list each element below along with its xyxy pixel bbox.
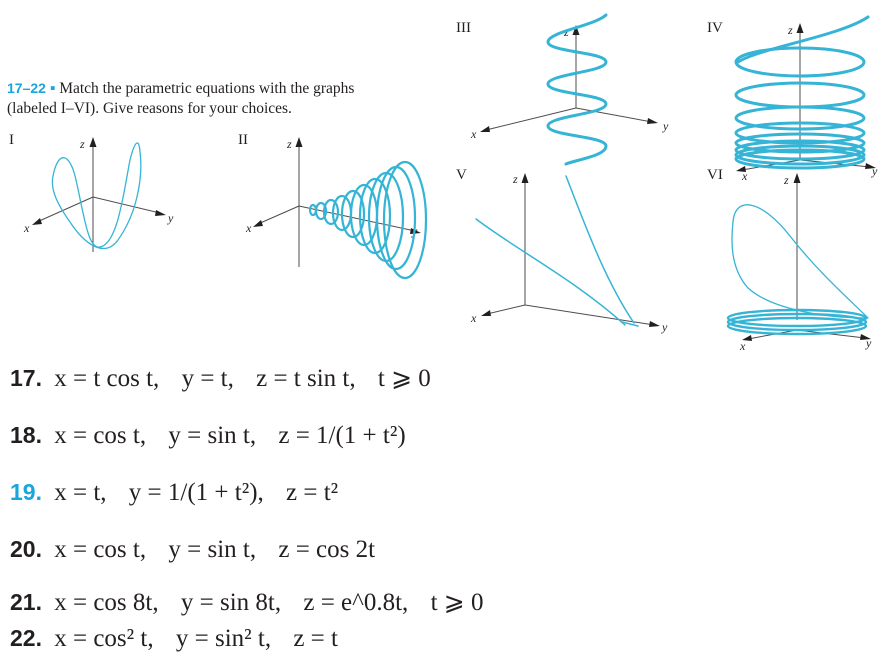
equation-part: t ⩾ 0 xyxy=(377,365,431,392)
graph-label-vi: VI xyxy=(707,167,723,183)
graph-label-ii: II xyxy=(238,132,248,148)
equation-number: 21. xyxy=(10,589,42,615)
axis-label-x: x xyxy=(741,169,748,183)
equation-part: x = cos t, xyxy=(54,536,147,563)
graph-label-v: V xyxy=(456,167,467,183)
equation-number: 18. xyxy=(10,422,42,448)
equation-part: y = sin 8t, xyxy=(180,589,282,616)
axis-label-z: z xyxy=(787,23,793,37)
equation-17: 17. x = t cos t, y = t, z = t sin t, t ⩾… xyxy=(10,363,431,394)
equation-number: 19. xyxy=(10,479,42,505)
equation-18: 18. x = cos t, y = sin t, z = 1/(1 + t²) xyxy=(10,420,406,451)
exercise-range: 17–22 xyxy=(7,80,46,96)
axis-label-y: y xyxy=(871,164,878,178)
axis-label-x: x xyxy=(23,221,30,235)
axis-label-y: y xyxy=(411,224,418,238)
equation-number: 17. xyxy=(10,365,42,391)
equation-part: z = t xyxy=(293,625,338,652)
equation-part: t ⩾ 0 xyxy=(430,589,484,616)
equation-19: 19. x = t, y = 1/(1 + t²), z = t² xyxy=(10,477,338,508)
axis-label-y: y xyxy=(167,211,174,225)
axis-label-y: y xyxy=(662,119,669,133)
axis-label-x: x xyxy=(470,127,477,141)
equation-part: x = t, xyxy=(54,479,107,506)
equation-20: 20. x = cos t, y = sin t, z = cos 2t xyxy=(10,534,375,565)
equation-part: z = t² xyxy=(286,479,339,506)
equation-part: y = t, xyxy=(181,365,234,392)
equation-part: z = cos 2t xyxy=(278,536,376,563)
equation-number: 22. xyxy=(10,625,42,651)
graph-label-i: I xyxy=(9,132,14,148)
axis-label-z: z xyxy=(79,137,85,151)
axis-label-z: z xyxy=(783,173,789,187)
axis-label-y: y xyxy=(661,320,668,334)
equation-part: x = cos² t, xyxy=(54,625,154,652)
equation-21: 21. x = cos 8t, y = sin 8t, z = e^0.8t, … xyxy=(10,587,483,618)
axis-label-x: x xyxy=(470,311,477,325)
equation-part: x = t cos t, xyxy=(54,365,160,392)
graph-label-iii: III xyxy=(456,20,471,36)
axis-label-x: x xyxy=(245,221,252,235)
exercise-instructions: 17–22 ▪ Match the parametric equations w… xyxy=(7,78,427,119)
equation-part: y = 1/(1 + t²), xyxy=(128,479,264,506)
axis-label-y: y xyxy=(865,336,872,350)
equation-part: z = e^0.8t, xyxy=(303,589,409,616)
equation-22: 22. x = cos² t, y = sin² t, z = t xyxy=(10,623,338,654)
equation-part: x = cos t, xyxy=(54,422,147,449)
instructions-line-2: (labeled I–VI). Give reasons for your ch… xyxy=(7,100,292,117)
axis-label-z: z xyxy=(563,25,569,39)
axis-label-z: z xyxy=(512,172,518,186)
equation-number: 20. xyxy=(10,536,42,562)
equation-part: z = 1/(1 + t²) xyxy=(278,422,406,449)
axis-label-x: x xyxy=(739,339,746,353)
axis-label-z: z xyxy=(286,137,292,151)
equation-part: y = sin t, xyxy=(168,536,257,563)
equation-part: y = sin² t, xyxy=(175,625,272,652)
equation-part: z = t sin t, xyxy=(256,365,356,392)
graph-label-iv: IV xyxy=(707,20,723,36)
equation-part: x = cos 8t, xyxy=(54,589,159,616)
bullet-icon: ▪ xyxy=(49,80,56,97)
instructions-line-1: Match the parametric equations with the … xyxy=(59,80,355,97)
equation-part: y = sin t, xyxy=(168,422,257,449)
